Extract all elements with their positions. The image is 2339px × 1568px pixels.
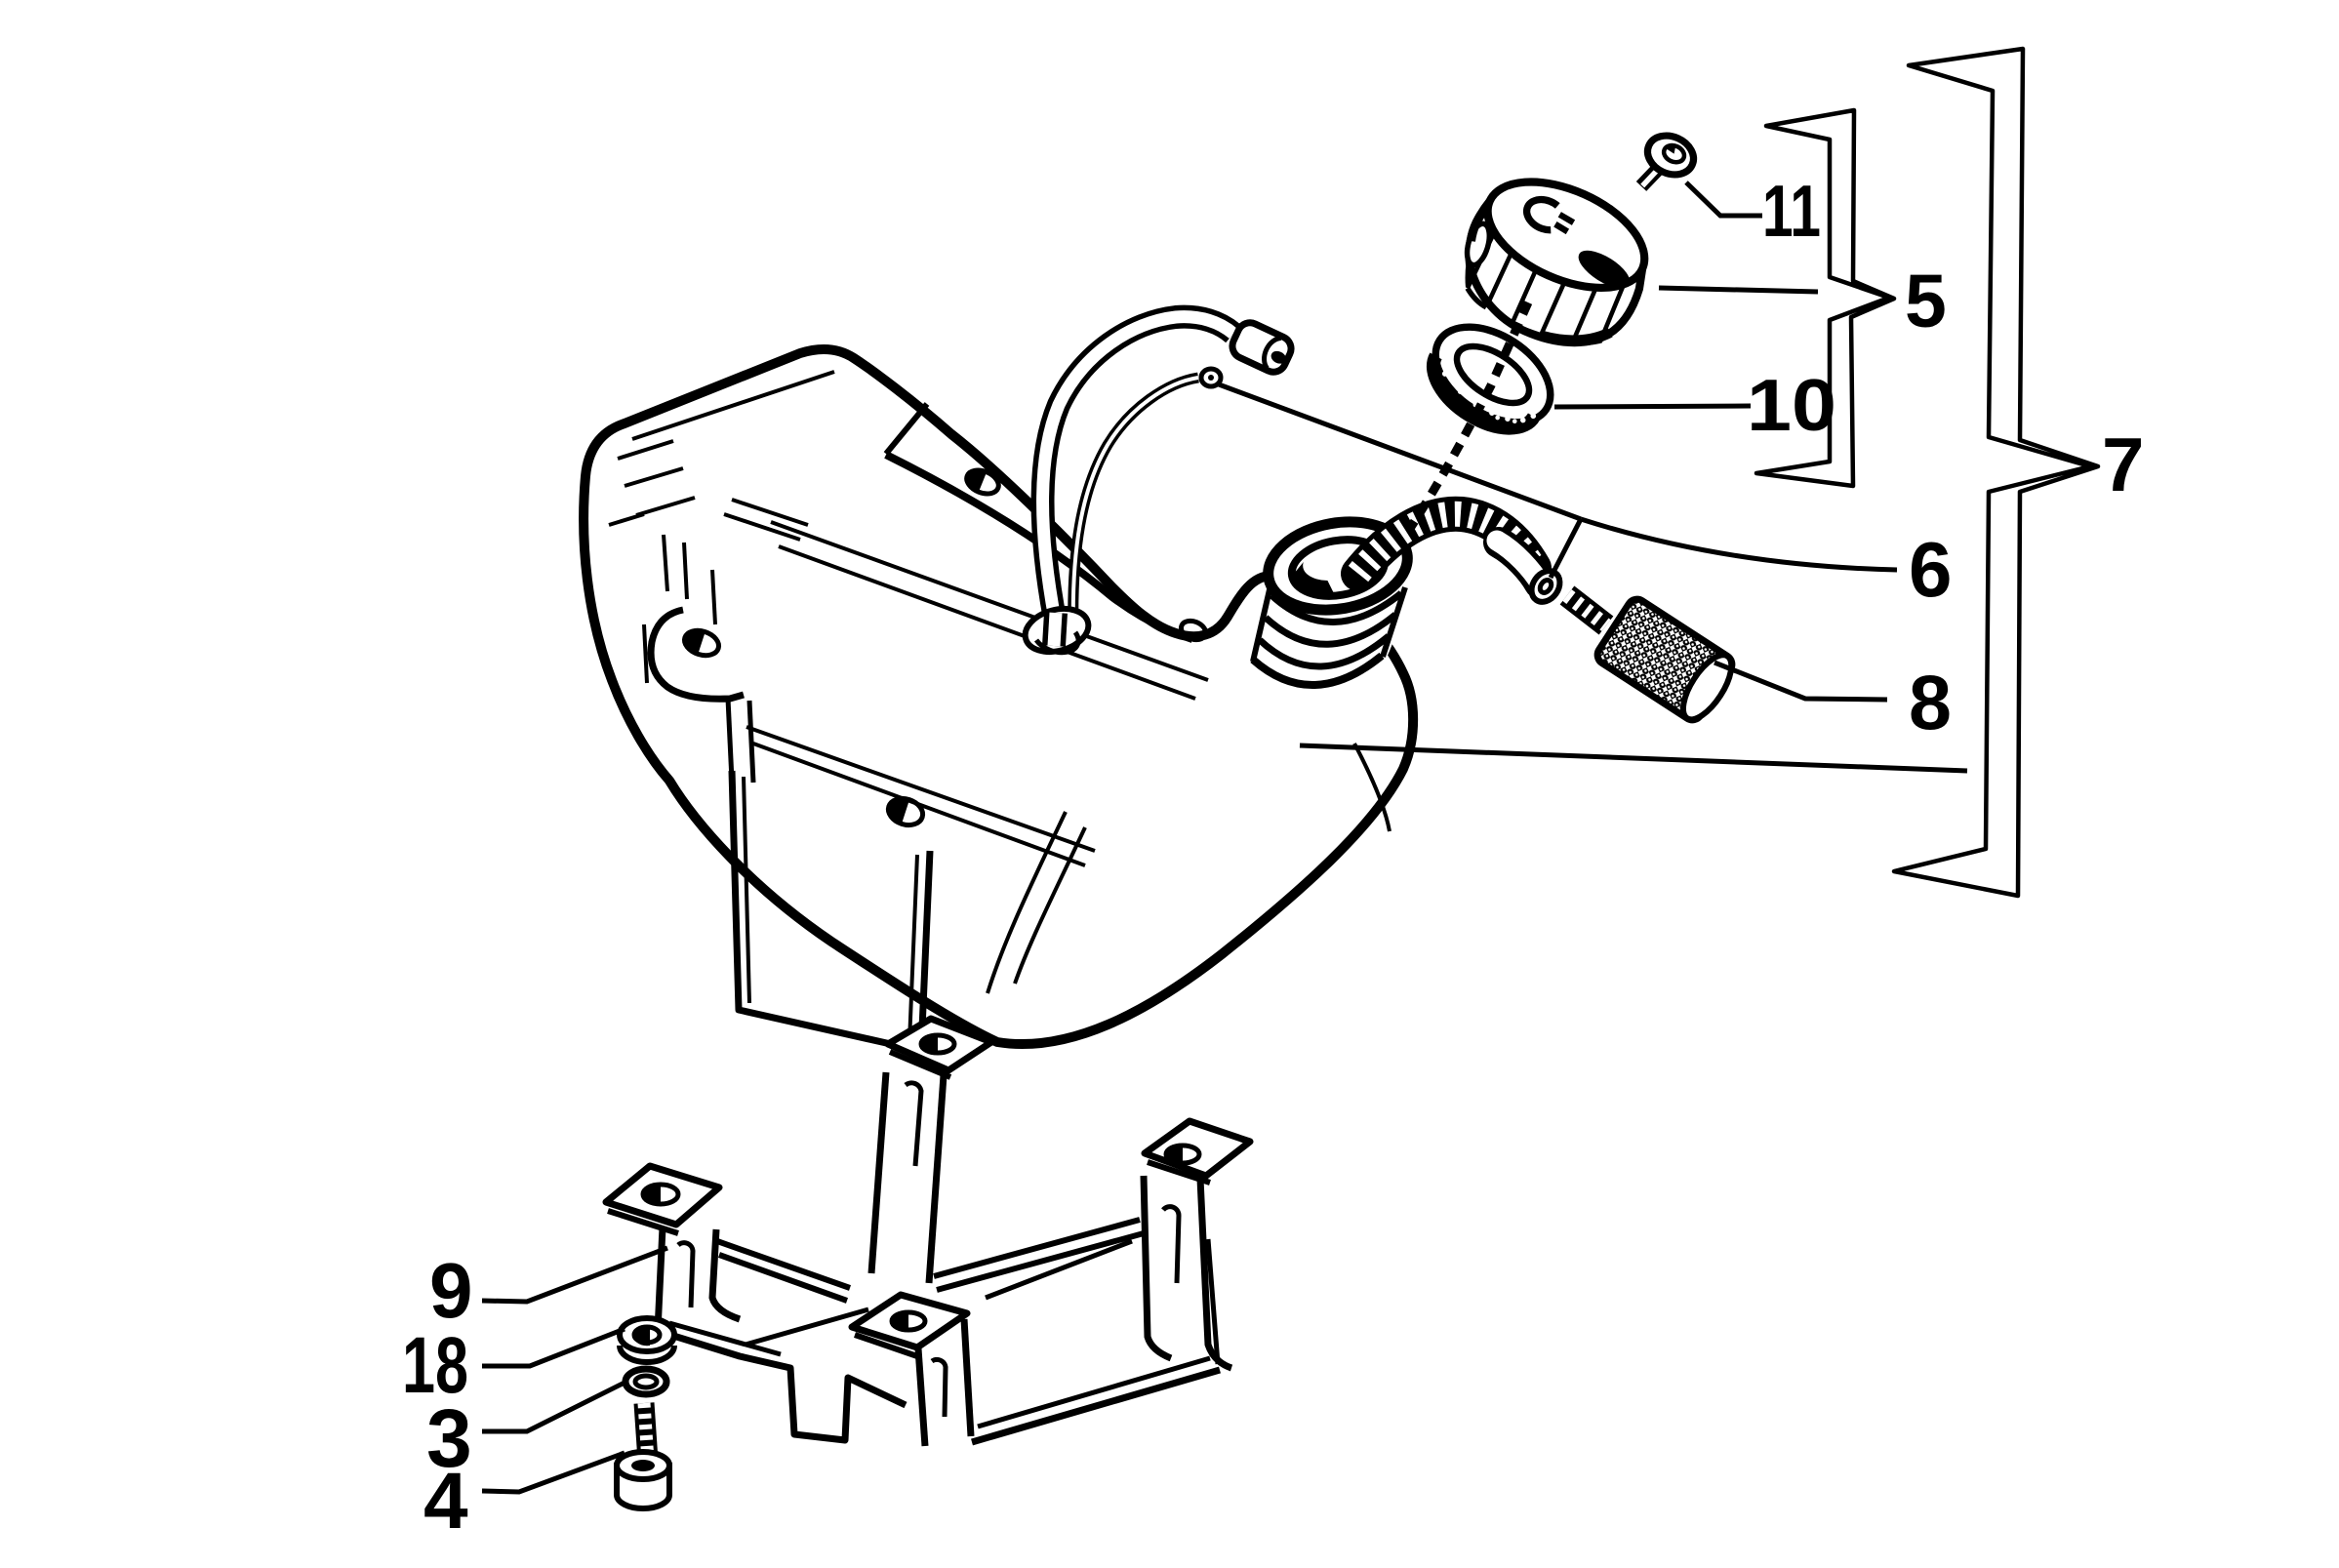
svg-text:8: 8 [1909,659,1952,745]
svg-text:18: 18 [402,1321,468,1410]
svg-text:6: 6 [1909,526,1953,613]
svg-text:3: 3 [426,1392,472,1484]
svg-text:7: 7 [2102,422,2144,507]
svg-text:5: 5 [1905,260,1947,343]
svg-text:11: 11 [1762,170,1821,252]
svg-text:9: 9 [429,1247,473,1334]
svg-text:10: 10 [1747,364,1836,446]
svg-text:4: 4 [423,1457,468,1546]
